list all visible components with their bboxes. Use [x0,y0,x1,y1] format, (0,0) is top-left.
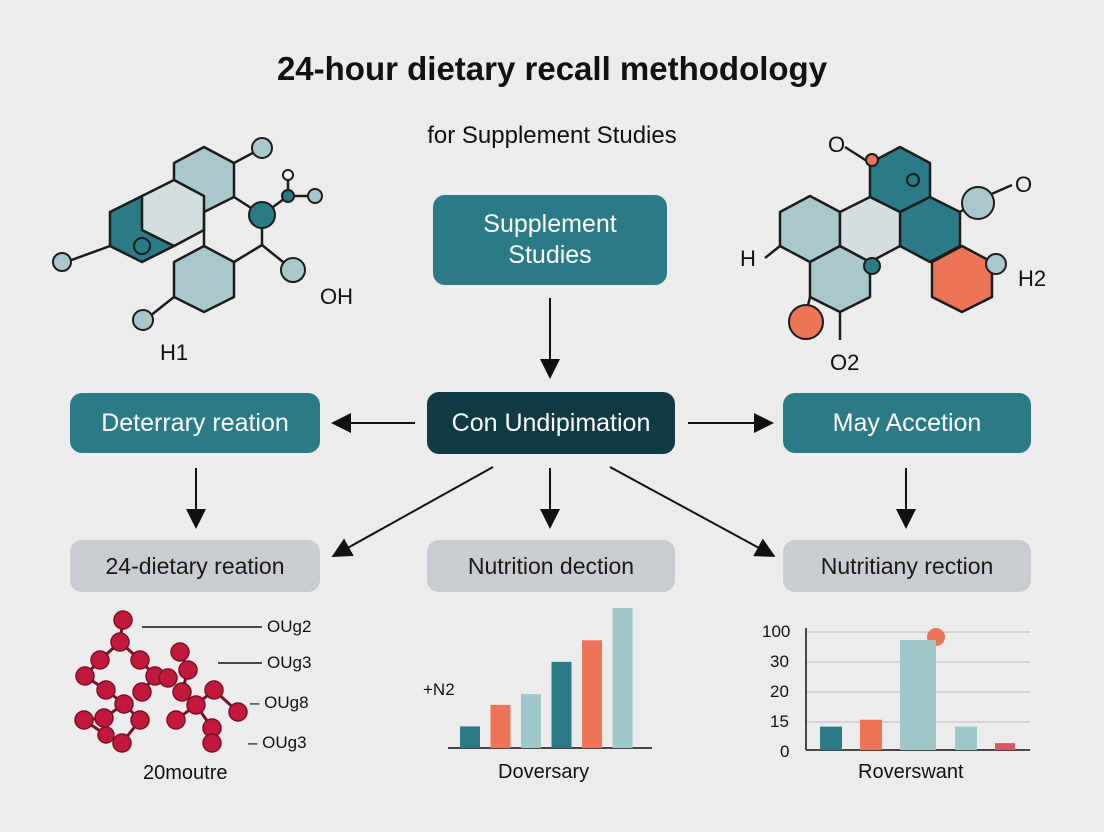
bar [612,608,633,748]
molecule-label: O [828,132,846,157]
bar [551,661,572,748]
arrow-center-to-bottom-left [331,466,494,557]
network-label: OUg3 [267,653,312,672]
node-left[interactable]: Deterrary reation [70,393,320,453]
page-subtitle: for Supplement Studies [427,122,677,149]
bar [521,694,541,748]
bar [995,743,1015,750]
bar [582,640,602,748]
node-label: Con Undipimation [451,408,651,437]
molecule-label: H [740,246,756,271]
network-label: – OUg3 [248,733,307,752]
y-tick-label: 30 [770,652,789,671]
bar [860,719,882,750]
y-tick-label: 100 [762,622,791,641]
bar [820,726,842,750]
node-right[interactable]: May Accetion [783,393,1031,453]
node-label: Supplement Studies [483,209,617,269]
node-center[interactable]: Con Undipimation [427,392,675,454]
bar-chart-caption: Doversary [498,761,590,783]
node-label: Nutritiany rection [820,552,994,579]
y-tick-label: 20 [770,682,789,701]
arrow-center-to-bottom-right [609,466,776,557]
y-tick-label: 15 [770,712,789,731]
bar-chart-caption: Roverswant [858,761,964,783]
node-supplement-studies[interactable]: Supplement Studies [433,195,667,285]
network-label: – OUg8 [250,693,309,712]
molecule-label: OH [320,284,353,309]
node-bottom-left[interactable]: 24-dietary reation [70,540,320,592]
node-label: 24-dietary reation [105,552,285,579]
molecule-label: H1 [160,340,189,365]
node-bottom-center[interactable]: Nutrition dection [427,540,675,592]
node-label: Deterrary reation [101,408,289,437]
y-tick-label: 0 [780,742,790,761]
network-caption: 20moutre [143,762,228,784]
network-label: OUg2 [267,617,312,636]
page-title: 24-hour dietary recall methodology [276,50,828,87]
bar [955,726,977,750]
ring-icon [838,195,902,264]
node-label: May Accetion [832,408,982,437]
bar-chart-series-label: +N2 [423,680,455,699]
bar [900,640,936,750]
bar [460,726,480,748]
molecule-label: H2 [1018,266,1047,291]
node-bottom-right[interactable]: Nutritiany rection [783,540,1031,592]
ring-icon [930,244,994,314]
molecule-label: O [1015,172,1033,197]
molecule-label: O2 [830,350,860,375]
node-label: Nutrition dection [467,552,635,579]
bar [490,704,511,748]
